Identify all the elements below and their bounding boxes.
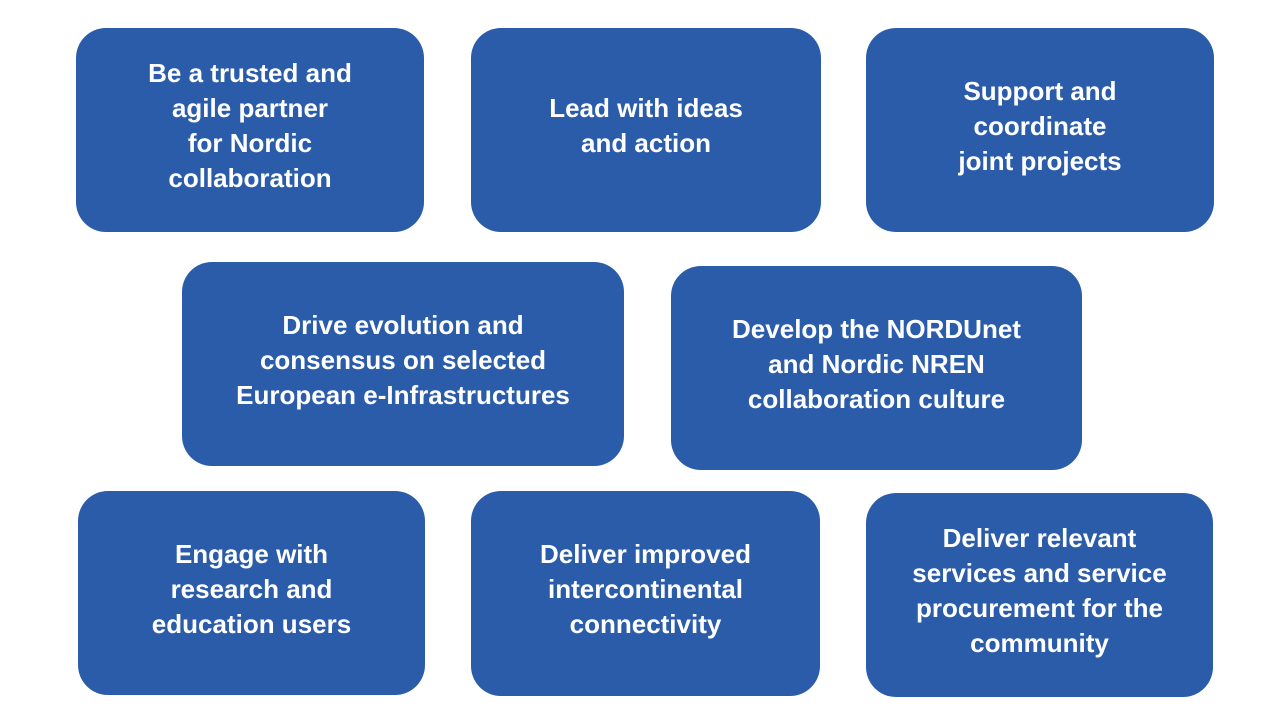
goal-box-trusted-agile-partner: Be a trusted and agile partner for Nordi…	[76, 28, 424, 232]
goal-box-develop-collaboration-culture: Develop the NORDUnet and Nordic NREN col…	[671, 266, 1082, 470]
goal-box-intercontinental-connectivity: Deliver improved intercontinental connec…	[471, 491, 820, 696]
goal-box-services-procurement: Deliver relevant services and service pr…	[866, 493, 1213, 697]
goal-box-drive-evolution-consensus: Drive evolution and consensus on selecte…	[182, 262, 624, 466]
goal-box-lead-with-ideas: Lead with ideas and action	[471, 28, 821, 232]
goal-box-support-coordinate-projects: Support and coordinate joint projects	[866, 28, 1214, 232]
goal-box-engage-research-education: Engage with research and education users	[78, 491, 425, 695]
